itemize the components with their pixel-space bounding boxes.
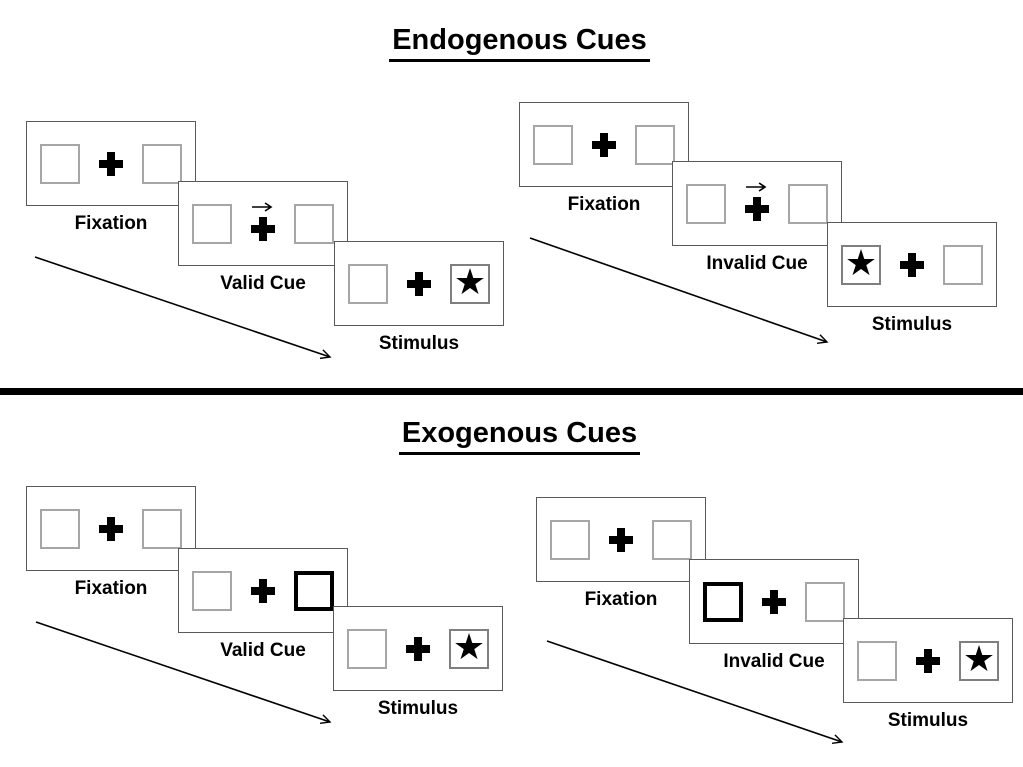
fixation-cross [99,151,123,176]
fixation-cross [251,578,275,603]
plus-icon [916,648,940,673]
endogenous-valid-cue-panel [178,181,348,266]
timeline-arrow-exogenous-valid [35,621,332,725]
section-divider [0,388,1023,395]
exogenous-invalid-cue-panel [689,559,859,644]
panel-label-stimulus: Stimulus [871,314,953,335]
placeholder-square [943,244,983,285]
section-title-endogenous-text: Endogenous Cues [389,24,650,62]
placeholder-square [294,203,334,244]
cue-highlight-square [703,581,743,622]
fixation-cross [592,132,616,157]
stimulus-star-square: ★ [959,637,999,681]
section-title-exogenous-text: Exogenous Cues [398,417,641,455]
endogenous-invalid-stimulus-panel: ★ [827,222,997,307]
placeholder-square [652,519,692,560]
star-icon: ★ [962,637,996,679]
exogenous-valid-cue-panel [178,548,348,633]
star-icon: ★ [452,625,486,667]
fixation-cross [609,527,633,552]
placeholder-square [788,183,828,224]
plus-icon [99,151,123,176]
panel-label-valid-cue: Valid Cue [220,273,306,294]
placeholder-square [192,203,232,244]
plus-icon [592,132,616,157]
placeholder-square [142,143,182,184]
placeholder-square [857,640,897,681]
endogenous-invalid-fixation-panel [519,102,689,187]
cue-direction-arrow-icon [746,181,767,192]
placeholder-square [533,124,573,165]
plus-icon [609,527,633,552]
timeline-arrow-endogenous-valid [34,256,332,360]
panel-label-stimulus: Stimulus [887,710,969,731]
placeholder-square [347,628,387,669]
panel-label-fixation: Fixation [74,578,148,599]
star-icon: ★ [453,260,487,302]
section-title-exogenous: Exogenous Cues [0,417,1023,455]
exogenous-invalid-stimulus-panel: ★ [843,618,1013,703]
fixation-cross [99,516,123,541]
placeholder-square [805,581,845,622]
fixation-cross [251,201,275,241]
panel-label-fixation: Fixation [567,194,641,215]
placeholder-square [635,124,675,165]
section-title-endogenous: Endogenous Cues [0,24,1023,62]
placeholder-square [40,508,80,549]
placeholder-square [686,183,726,224]
stimulus-star-square: ★ [449,625,489,669]
plus-icon [99,516,123,541]
fixation-cross [762,589,786,614]
endogenous-valid-stimulus-panel: ★ [334,241,504,326]
panel-label-stimulus: Stimulus [377,698,459,719]
panel-label-valid-cue: Valid Cue [220,640,306,661]
placeholder-square [192,570,232,611]
stimulus-star-square: ★ [841,241,881,285]
exogenous-valid-fixation-panel [26,486,196,571]
placeholder-square [348,263,388,304]
fixation-cross [900,252,924,277]
exogenous-valid-stimulus-panel: ★ [333,606,503,691]
fixation-cross [916,648,940,673]
panel-label-stimulus: Stimulus [378,333,460,354]
fixation-cross [745,181,769,221]
stimulus-star-square: ★ [450,260,490,304]
star-icon: ★ [844,241,878,283]
plus-icon [406,636,430,661]
cue-highlight-square [294,570,334,611]
endogenous-valid-fixation-panel [26,121,196,206]
panel-label-invalid-cue: Invalid Cue [706,253,808,274]
panel-label-invalid-cue: Invalid Cue [723,651,825,672]
cue-direction-arrow-icon [252,201,273,212]
panel-label-fixation: Fixation [584,589,658,610]
plus-icon [900,252,924,277]
endogenous-invalid-cue-panel [672,161,842,246]
placeholder-square [142,508,182,549]
plus-icon [407,271,431,296]
placeholder-square [40,143,80,184]
fixation-cross [406,636,430,661]
placeholder-square [550,519,590,560]
fixation-cross [407,271,431,296]
panel-label-fixation: Fixation [74,213,148,234]
plus-icon [251,578,275,603]
plus-icon [251,216,275,241]
exogenous-invalid-fixation-panel [536,497,706,582]
plus-icon [745,196,769,221]
plus-icon [762,589,786,614]
